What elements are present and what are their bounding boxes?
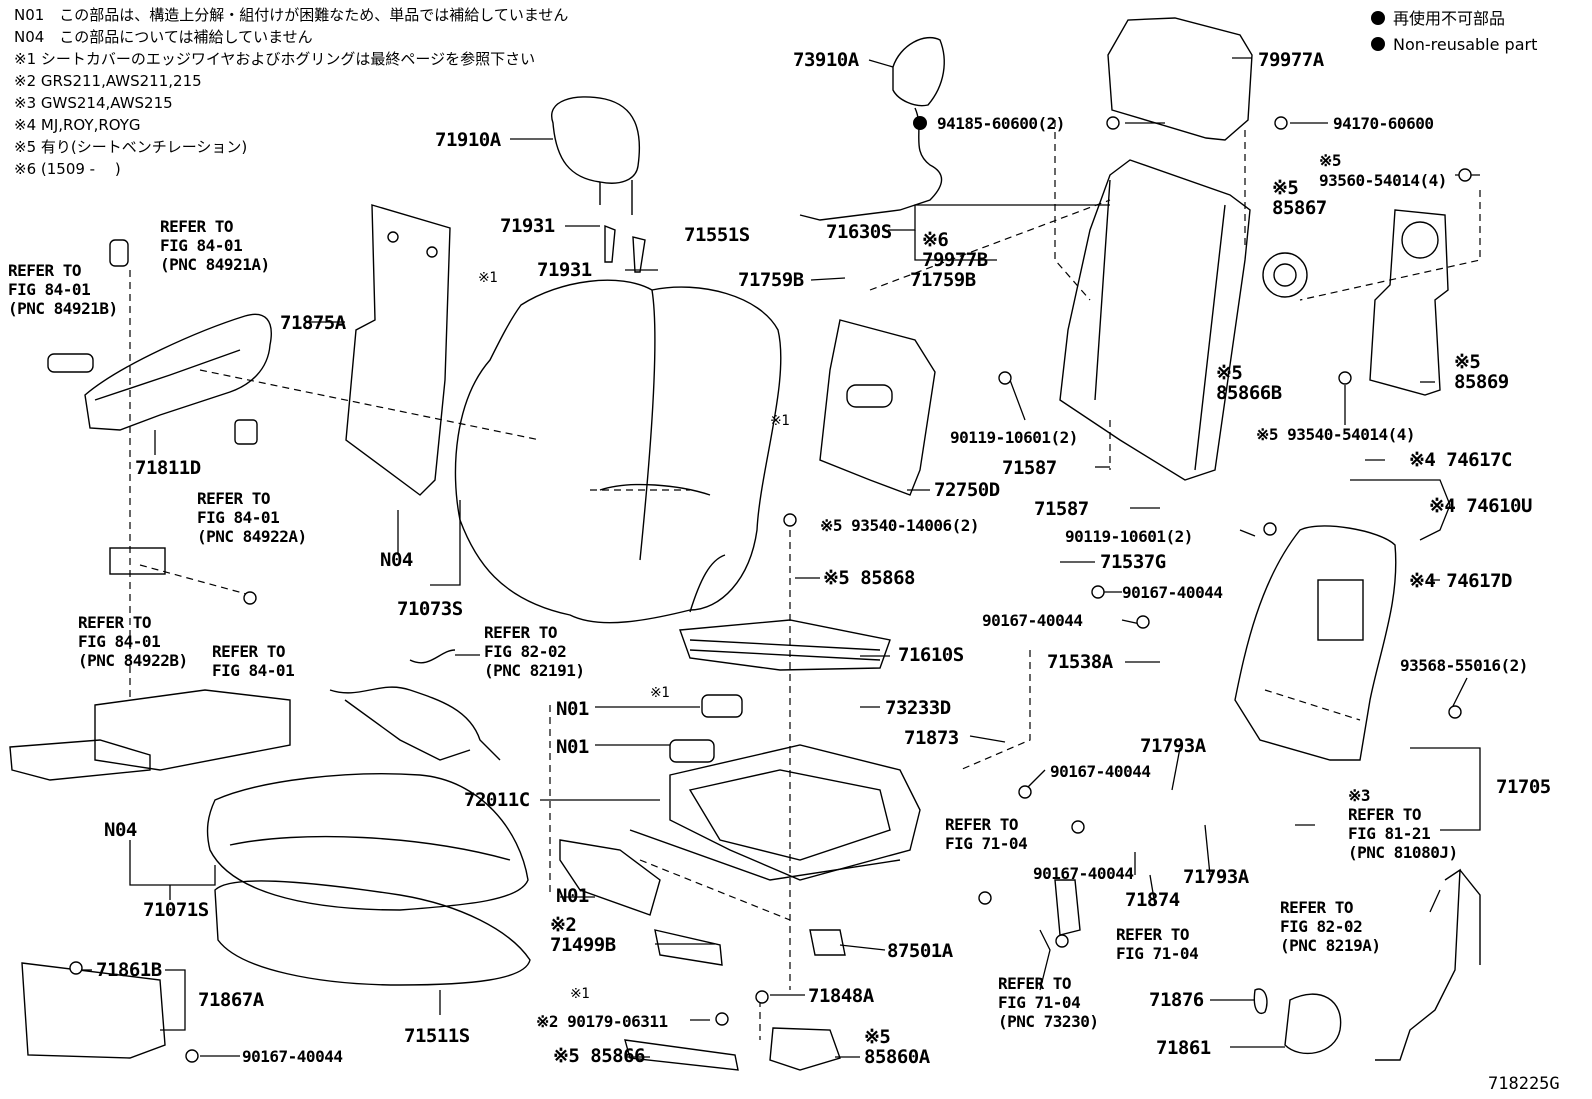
part-callout: 71587 [1002, 457, 1057, 479]
part-callout: 90167-40044 [1050, 762, 1151, 781]
note-line: N01 この部品は、構造上分解・組付けが困難なため、単品では補給していません [14, 6, 569, 24]
part-callout: ※3 REFER TO FIG 81-21 (PNC 81080J) [1348, 786, 1458, 862]
part-callout: REFER TO FIG 71-04 [1116, 925, 1199, 963]
part-callout: N01 [556, 698, 589, 720]
part-callout: 72011C [464, 789, 530, 811]
note-line: ※2 GRS211,AWS211,215 [14, 72, 202, 90]
part-callout: N04 [104, 819, 137, 841]
part-callout: 71873 [904, 727, 959, 749]
part-callout: ※5 85867 [1272, 177, 1327, 219]
part-callout: ※5 85869 [1454, 351, 1509, 393]
part-callout: ※4 74617D [1409, 570, 1512, 592]
part-callout: REFER TO FIG 84-01 [212, 642, 295, 680]
part-callout: 71538A [1047, 651, 1113, 673]
part-callout: 72750D [934, 479, 1000, 501]
part-callout: ※5 93560-54014(4) [1319, 151, 1447, 190]
notes-block: N01 この部品は、構造上分解・組付けが困難なため、単品では補給していません N0… [14, 4, 568, 180]
part-callout: ※1 [570, 986, 590, 1002]
part-callout: ※1 [650, 685, 670, 701]
legend-label: 再使用不可部品 [1393, 9, 1506, 28]
part-callout: ※5 85866B [1216, 362, 1282, 404]
part-callout: 71876 [1149, 989, 1204, 1011]
part-callout: ※1 [770, 413, 790, 429]
part-callout: 71630S [826, 221, 892, 243]
part-callout: N04 [380, 549, 413, 571]
legend: 再使用不可部品 Non-reusable part [1371, 6, 1537, 58]
part-callout: ※4 74617C [1409, 449, 1512, 471]
part-callout: REFER TO FIG 82-02 (PNC 82191) [484, 623, 585, 680]
part-callout: 87501A [887, 940, 953, 962]
part-callout: 71931 [500, 215, 555, 237]
part-callout: 94170-60600 [1333, 114, 1434, 133]
figure-id: 718225G [1488, 1074, 1560, 1094]
part-callout: REFER TO FIG 84-01 (PNC 84921B) [8, 261, 118, 318]
part-callout: 90167-40044 [1033, 864, 1134, 883]
part-callout: 71867A [198, 989, 264, 1011]
part-callout: 71537G [1100, 551, 1166, 573]
note-line: ※6 (1509 - ) [14, 160, 121, 178]
part-callout: 94185-60600(2) [937, 114, 1065, 133]
part-callout: 71861B [96, 959, 162, 981]
part-callout: 71073S [397, 598, 463, 620]
part-callout: ※2 71499B [550, 914, 616, 956]
part-callout: 71759B [738, 269, 804, 291]
part-callout: ※1 [478, 270, 498, 286]
part-callout: REFER TO FIG 84-01 (PNC 84922A) [197, 489, 307, 546]
part-callout: ※4 74610U [1429, 495, 1532, 517]
part-callout: 71861 [1156, 1037, 1211, 1059]
part-callout: 93568-55016(2) [1400, 656, 1528, 675]
part-callout: N01 [556, 736, 589, 758]
part-callout: 90167-40044 [242, 1047, 343, 1066]
legend-item: 再使用不可部品 [1371, 6, 1537, 32]
part-callout: 71811D [135, 457, 201, 479]
part-callout: 71848A [808, 985, 874, 1007]
note-line: ※4 MJ,ROY,ROYG [14, 116, 141, 134]
note-line: N04 この部品については補給していません [14, 28, 313, 46]
part-callout: ※5 85860A [864, 1026, 930, 1068]
legend-item: Non-reusable part [1371, 32, 1537, 58]
part-callout: 90119-10601(2) [950, 428, 1078, 447]
note-line: ※1 シートカバーのエッジワイヤおよびホグリングは最終ページを参照下さい [14, 50, 536, 68]
part-callout: REFER TO FIG 84-01 (PNC 84921A) [160, 217, 270, 274]
part-callout: 71587 [1034, 498, 1089, 520]
part-callout: 71551S [684, 224, 750, 246]
part-callout: ※2 90179-06311 [536, 1012, 668, 1031]
part-callout: 90167-40044 [982, 611, 1083, 630]
part-callout: ※5 85866 [553, 1045, 646, 1067]
part-callout: ※6 79977B [922, 229, 988, 271]
legend-label: Non-reusable part [1393, 35, 1538, 54]
part-callout: 73910A [793, 49, 859, 71]
part-callout: 71931 [537, 259, 592, 281]
part-callout: REFER TO FIG 82-02 (PNC 8219A) [1280, 898, 1381, 955]
part-callout: REFER TO FIG 71-04 [945, 815, 1028, 853]
part-callout: ※5 93540-54014(4) [1256, 425, 1416, 444]
note-line: ※3 GWS214,AWS215 [14, 94, 173, 112]
part-callout: ※5 93540-14006(2) [820, 516, 980, 535]
part-callout: 71874 [1125, 889, 1180, 911]
part-callout: 90167-40044 [1122, 583, 1223, 602]
bullet-icon [1371, 11, 1385, 25]
part-callout: 79977A [1258, 49, 1324, 71]
part-callout: 71610S [898, 644, 964, 666]
part-callout: 71793A [1140, 735, 1206, 757]
part-callout: ※5 85868 [823, 567, 916, 589]
part-callout: 90119-10601(2) [1065, 527, 1193, 546]
part-callout: 71705 [1496, 776, 1551, 798]
part-callout: 73233D [885, 697, 951, 719]
part-callout: 71759B [910, 269, 976, 291]
part-callout: 71511S [404, 1025, 470, 1047]
part-callout: N01 [556, 885, 589, 907]
part-callout: 71793A [1183, 866, 1249, 888]
part-callout: REFER TO FIG 71-04 (PNC 73230) [998, 974, 1099, 1031]
part-callout: 71071S [143, 899, 209, 921]
part-callout: 71875A [280, 312, 346, 334]
part-callout: 71910A [435, 129, 501, 151]
part-callout: REFER TO FIG 84-01 (PNC 84922B) [78, 613, 188, 670]
note-line: ※5 有り(シートベンチレーション) [14, 138, 248, 156]
bullet-icon [1371, 37, 1385, 51]
